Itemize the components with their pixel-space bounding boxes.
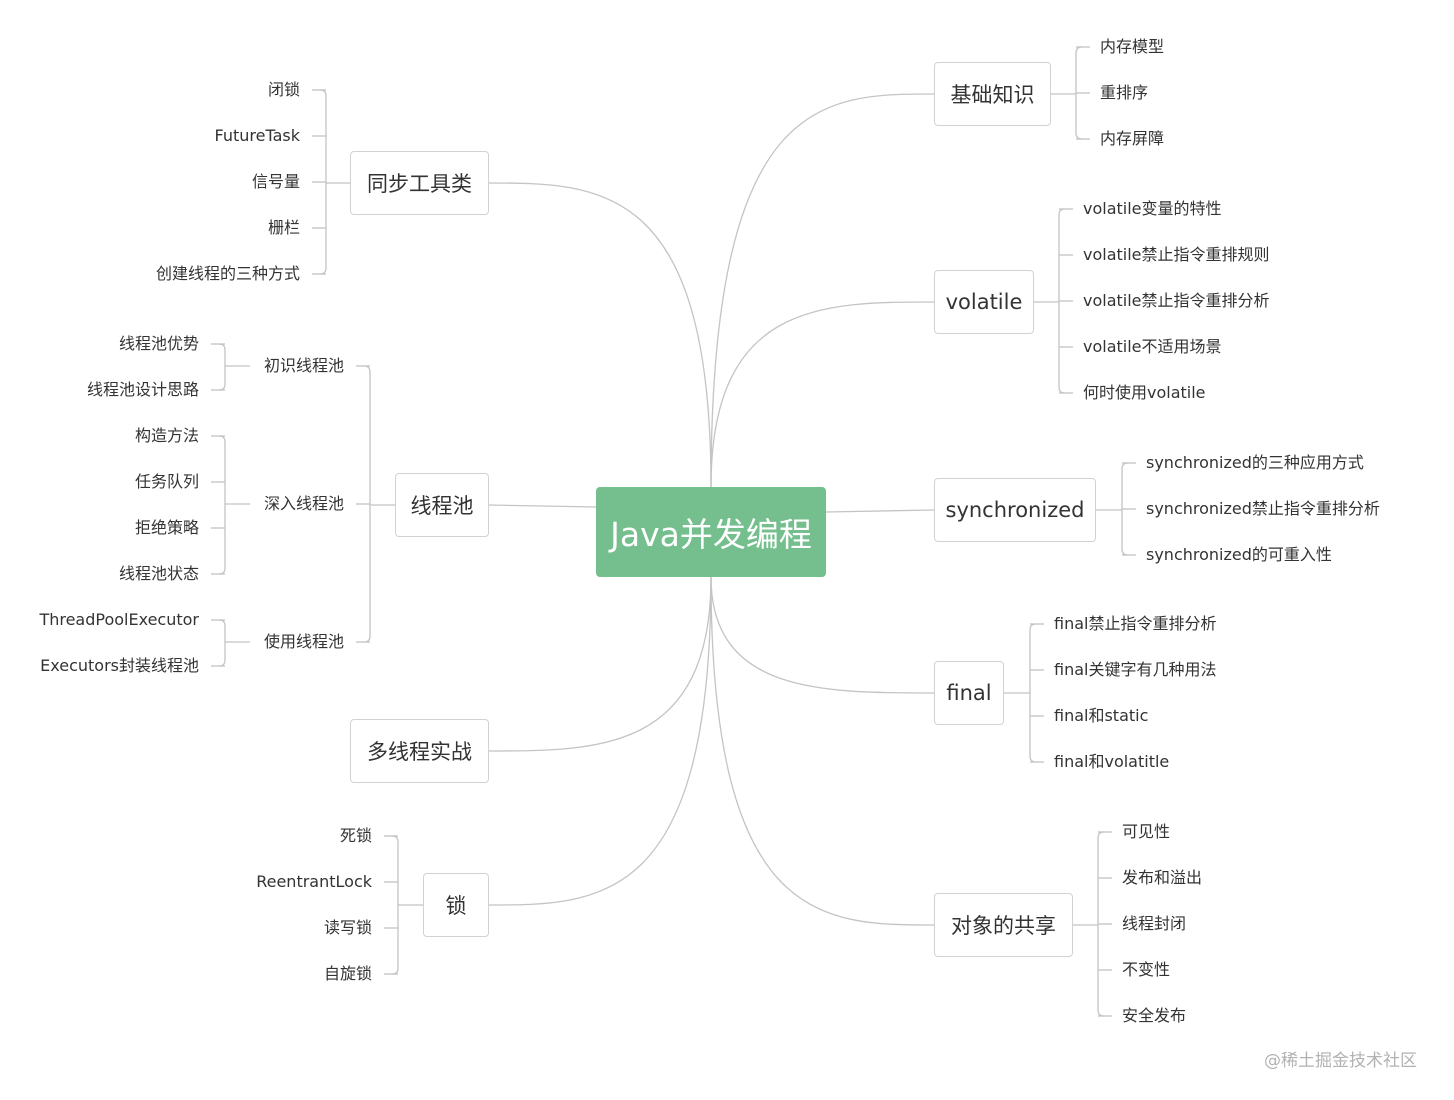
curve-locks — [488, 576, 712, 906]
leaf-pool-deep-1[interactable]: 任务队列 — [134, 472, 199, 491]
leaf-volatile-1[interactable]: volatile禁止指令重排规则 — [1083, 245, 1270, 264]
topic-sync-tools[interactable]: 同步工具类 — [350, 151, 489, 215]
curve-basics — [710, 93, 935, 488]
leaf-locks-2[interactable]: 读写锁 — [323, 918, 372, 937]
topic-practice[interactable]: 多线程实战 — [350, 719, 489, 783]
leaf-final-0[interactable]: final禁止指令重排分析 — [1054, 614, 1217, 633]
leaf-pool-deep-3[interactable]: 线程池状态 — [118, 564, 199, 583]
watermark-credit: @稀土掘金技术社区 — [1264, 1051, 1417, 1071]
leaf-locks-1[interactable]: ReentrantLock — [256, 872, 372, 891]
leaf-basics-2[interactable]: 内存屏障 — [1100, 129, 1165, 148]
leaf-volatile-3[interactable]: volatile不适用场景 — [1083, 337, 1222, 356]
leaf-pool-intro-0[interactable]: 线程池优势 — [118, 334, 199, 353]
leaf-sharing-1[interactable]: 发布和溢出 — [1122, 868, 1203, 887]
topic-locks[interactable]: 锁 — [423, 873, 489, 937]
topic-thread-pool[interactable]: 线程池 — [395, 473, 489, 537]
leaf-locks-3[interactable]: 自旋锁 — [323, 964, 372, 983]
leaf-pool-deep-0[interactable]: 构造方法 — [134, 426, 199, 445]
topic-basics[interactable]: 基础知识 — [934, 62, 1051, 126]
leaf-basics-1[interactable]: 重排序 — [1100, 83, 1149, 102]
curve-sharing — [710, 576, 935, 926]
subtopic-pool-intro[interactable]: 初识线程池 — [263, 356, 344, 375]
curve-sync-tools — [488, 182, 712, 488]
topic-synchronized[interactable]: synchronized — [934, 478, 1096, 542]
leaf-sync-tools-0[interactable]: 闭锁 — [267, 80, 300, 99]
topic-volatile[interactable]: volatile — [934, 270, 1034, 334]
bracket-locks-spine — [391, 835, 399, 975]
leaf-pool-intro-1[interactable]: 线程池设计思路 — [86, 380, 199, 399]
subtopic-pool-deep[interactable]: 深入线程池 — [263, 494, 344, 513]
leaf-volatile-4[interactable]: 何时使用volatile — [1083, 383, 1206, 402]
subtopic-pool-usage[interactable]: 使用线程池 — [263, 632, 344, 651]
leaf-basics-0[interactable]: 内存模型 — [1100, 37, 1165, 56]
leaf-final-1[interactable]: final关键字有几种用法 — [1054, 660, 1217, 679]
root-topic[interactable]: Java并发编程 — [596, 487, 826, 577]
leaf-pool-usage-1[interactable]: Executors封装线程池 — [40, 656, 199, 675]
curve-thread-pool — [488, 504, 597, 508]
curve-synchronized — [825, 509, 935, 513]
leaf-pool-deep-2[interactable]: 拒绝策略 — [134, 518, 199, 537]
leaf-synchronized-0[interactable]: synchronized的三种应用方式 — [1146, 453, 1364, 472]
leaf-final-3[interactable]: final和volatitle — [1054, 752, 1170, 771]
leaf-sync-tools-1[interactable]: FutureTask — [214, 126, 300, 145]
topic-sharing[interactable]: 对象的共享 — [934, 893, 1073, 957]
leaf-sync-tools-3[interactable]: 栅栏 — [267, 218, 300, 237]
leaf-sync-tools-4[interactable]: 创建线程的三种方式 — [155, 264, 300, 283]
topic-final[interactable]: final — [934, 661, 1004, 725]
bracket-final-spine — [1029, 623, 1037, 763]
curve-final — [710, 576, 935, 694]
leaf-synchronized-2[interactable]: synchronized的可重入性 — [1146, 545, 1332, 564]
leaf-volatile-0[interactable]: volatile变量的特性 — [1083, 199, 1222, 218]
leaf-sharing-2[interactable]: 线程封闭 — [1122, 914, 1187, 933]
curve-volatile — [710, 301, 935, 488]
leaf-sync-tools-2[interactable]: 信号量 — [251, 172, 300, 191]
leaf-final-2[interactable]: final和static — [1054, 706, 1149, 725]
leaf-sharing-4[interactable]: 安全发布 — [1122, 1006, 1187, 1025]
leaf-synchronized-1[interactable]: synchronized禁止指令重排分析 — [1146, 499, 1380, 518]
leaf-sharing-0[interactable]: 可见性 — [1122, 822, 1171, 841]
leaf-pool-usage-0[interactable]: ThreadPoolExecutor — [39, 610, 199, 629]
curve-practice — [488, 576, 712, 752]
leaf-volatile-2[interactable]: volatile禁止指令重排分析 — [1083, 291, 1270, 310]
leaf-sharing-3[interactable]: 不变性 — [1122, 960, 1171, 979]
leaf-locks-0[interactable]: 死锁 — [339, 826, 372, 845]
